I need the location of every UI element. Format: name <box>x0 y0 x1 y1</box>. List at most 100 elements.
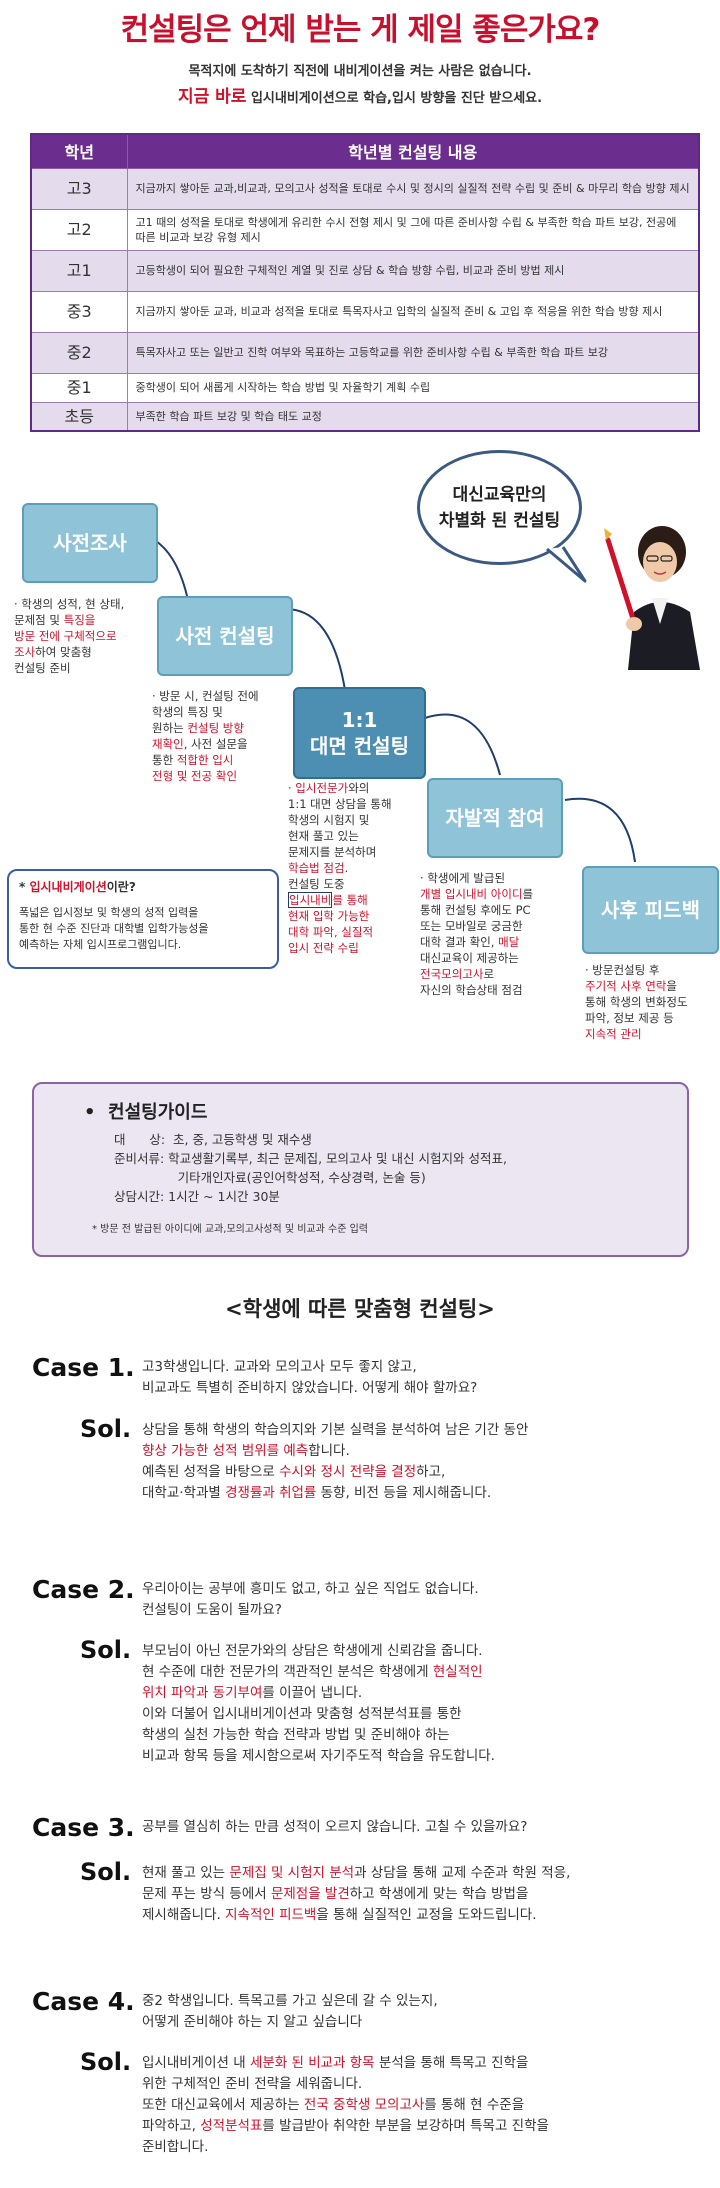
table-cell-content: 중학생이 되어 새롭게 시작하는 학습 방법 및 자율학기 계획 수립 <box>126 372 700 403</box>
solution-red: 현실적인 <box>432 1664 483 1680</box>
table-row: 중3 지금까지 쌓아둔 교과, 비교과 성적을 토대로 특목자사고 입학의 실질… <box>30 290 700 333</box>
info-title-rest: 이란? <box>106 880 136 894</box>
solution-text: 분석을 통해 특목고 진학을 <box>374 2055 529 2071</box>
info-star: * <box>19 880 30 894</box>
table-cell-grade: 고3 <box>30 167 128 210</box>
solution-line: 문제 푸는 방식 등에서 문제점을 발견하고 학생에게 맞는 학습 방법을 <box>142 1884 570 1905</box>
desc-red: 학습법 점검 <box>288 861 345 875</box>
case-4-solution: 입시내비게이션 내 세분화 된 비교과 항목 분석을 통해 특목고 진학을 위한… <box>142 2053 549 2158</box>
table-cell-grade: 고2 <box>30 208 128 251</box>
case-1-question: 고3학생입니다. 교과와 모의고사 모두 좋지 않고, 비교과도 특별히 준비하… <box>142 1357 477 1399</box>
desc-line: · 방문컨설팅 후 <box>585 963 660 977</box>
guide-line-documents-2: 기타개인자료(공인어학성적, 수상경력, 논술 등) <box>114 1170 426 1185</box>
desc-pre-consulting: · 방문 시, 컨설팅 전에 학생의 특징 및 원하는 컨설팅 방향 재확인, … <box>152 688 297 784</box>
case-3-sol-label: Sol. <box>80 1858 132 1886</box>
case-4-label: Case 4. <box>32 1987 135 2016</box>
table-cell-grade: 초등 <box>30 401 128 432</box>
solution-text: 제시해줍니다. <box>142 1907 226 1923</box>
solution-red: 지속적인 피드백 <box>225 1907 317 1923</box>
solution-text: 대학교·학과별 <box>142 1485 226 1501</box>
desc-line: · 방문 시, 컨설팅 전에 <box>152 689 259 703</box>
case-3-question: 공부를 열심히 하는 만큼 성적이 오르지 않습니다. 고칠 수 있을까요? <box>142 1817 527 1838</box>
table-row: 초등 부족한 학습 파트 보강 및 학습 태도 교정 <box>30 401 700 432</box>
solution-line: 이와 더불어 입시내비게이션과 맞춤형 성적분석표를 통한 <box>142 1706 462 1722</box>
solution-line: 파악하고, 성적분석표를 발급받아 취약한 부분을 보강하며 특목고 진학을 <box>142 2116 549 2137</box>
table-row: 중2 특목자사고 또는 일반고 진학 여부와 목표하는 고등학교를 위한 준비사… <box>30 331 700 374</box>
table-cell-content: 특목자사고 또는 일반고 진학 여부와 목표하는 고등학교를 위한 준비사항 수… <box>126 331 700 374</box>
info-title: * 입시내비게이션이란? <box>19 879 267 895</box>
bubble-tail <box>546 546 587 583</box>
solution-red: 수시와 정시 전략을 결정 <box>279 1464 417 1480</box>
desc-text: , 사전 설문을 <box>183 737 248 751</box>
desc-text: 하여 맞춤형 <box>35 645 92 659</box>
desc-text: 대학 결과 확인, <box>420 935 499 949</box>
solution-red: 전국 중학생 모의고사 <box>303 2097 425 2113</box>
question-line: 중2 학생입니다. 특목고를 가고 싶은데 갈 수 있는지, <box>142 1993 438 2009</box>
table-cell-grade: 중3 <box>30 290 128 333</box>
consultant-illustration <box>604 526 700 670</box>
solution-line: 현재 풀고 있는 문제집 및 시험지 분석과 상담을 통해 교제 수준과 학원 … <box>142 1863 570 1884</box>
solution-text: 현재 풀고 있는 <box>142 1865 230 1881</box>
desc-line: · 학생의 성적, 현 상태, <box>14 597 125 611</box>
table-row: 고1 고등학생이 되어 필요한 구체적인 계열 및 진로 상담 & 학습 방향 … <box>30 249 700 292</box>
info-line: 통한 현 수준 진단과 대학별 입학가능성을 <box>19 922 209 935</box>
solution-red: 성적분석표 <box>200 2118 263 2134</box>
desc-red: 주기적 사후 연락 <box>585 979 667 993</box>
solution-line: 준비합니다. <box>142 2139 209 2155</box>
page-title: 컨설팅은 언제 받는 게 제일 좋은가요? <box>120 12 601 48</box>
info-line: 폭넓은 입시정보 및 학생의 성적 입력을 <box>19 906 199 919</box>
table-cell-content: 고등학생이 되어 필요한 구체적인 계열 및 진로 상담 & 학습 방향 수립,… <box>126 249 700 292</box>
grade-consulting-table: 학년 학년별 컨설팅 내용 고3 지금까지 쌓아둔 교과,비교과, 모의고사 성… <box>30 133 700 432</box>
case-2-sol-label: Sol. <box>80 1636 132 1664</box>
solution-text: 문제 푸는 방식 등에서 <box>142 1886 271 1902</box>
desc-line: 방문 전에 구체적으로 <box>14 629 117 643</box>
solution-text: 입시내비게이션 내 <box>142 2055 250 2071</box>
solution-line: 학생의 실천 가능한 학습 전략과 방법 및 준비해야 하는 <box>142 1727 450 1743</box>
desc-red: 재확인 <box>152 737 184 751</box>
table-cell-grade: 중2 <box>30 331 128 374</box>
solution-text: 를 발급받아 취약한 부분을 보강하며 특목고 진학을 <box>262 2118 549 2134</box>
desc-text: 와의 <box>348 781 370 795</box>
solution-red: 세분화 된 비교과 항목 <box>249 2055 375 2071</box>
desc-line: 학습법 점검. <box>288 860 428 876</box>
solution-text: 를 통해 현 수준을 <box>424 2097 525 2113</box>
desc-line: · 학생에게 발급된 <box>420 871 506 885</box>
step-pre-survey: 사전조사 <box>22 503 158 583</box>
connector-4 <box>564 797 636 863</box>
desc-line: 주기적 사후 연락을 <box>585 978 720 994</box>
step-follow-up: 사후 피드백 <box>582 866 719 954</box>
solution-text: 과 상담을 통해 교제 수준과 학원 적응, <box>354 1865 571 1881</box>
table-header-grade: 학년 <box>30 133 128 169</box>
desc-line: 입시 전략 수립 <box>288 941 359 955</box>
question-line: 공부를 열심히 하는 만큼 성적이 오르지 않습니다. 고칠 수 있을까요? <box>142 1819 528 1835</box>
solution-red: 문제집 및 시험지 분석 <box>229 1865 355 1881</box>
desc-line: 또는 모바일로 궁금한 <box>420 919 523 933</box>
desc-line: 학생의 시험지 및 <box>288 813 370 827</box>
desc-text: 원하는 <box>152 721 188 735</box>
step-voluntary: 자발적 참여 <box>427 778 563 858</box>
question-line: 우리아이는 공부에 흥미도 없고, 하고 싶은 직업도 없습니다. <box>142 1581 479 1597</box>
guide-title: • 컨설팅가이드 <box>84 1098 667 1124</box>
bullet-dot-icon: • <box>84 1102 109 1123</box>
solution-red: 위치 파악과 동기부여 <box>142 1685 263 1701</box>
solution-line: 향상 가능한 성적 범위를 예측합니다. <box>142 1441 528 1462</box>
desc-line: 대학 결과 확인, 매달 <box>420 934 570 950</box>
desc-line: 통해 컨설팅 후에도 PC <box>420 903 531 917</box>
bubble-line-2: 차별화 된 컨설팅 <box>438 510 561 531</box>
desc-red: 특징을 <box>63 613 96 627</box>
solution-text: 또한 대신교육에서 제공하는 <box>142 2097 304 2113</box>
guide-line-target: 대 상: 초, 중, 고등학생 및 재수생 <box>114 1132 312 1147</box>
desc-text: . <box>344 861 349 875</box>
solution-text: 현 수준에 대한 전문가의 객관적인 분석은 학생에게 <box>142 1664 433 1680</box>
solution-line: 위치 파악과 동기부여를 이끌어 냅니다. <box>142 1683 495 1704</box>
desc-line: 대학 파악, 실질적 <box>288 925 374 939</box>
solution-line: 현 수준에 대한 전문가의 객관적인 분석은 학생에게 현실적인 <box>142 1662 495 1683</box>
desc-line: 컨설팅 준비 <box>14 661 71 675</box>
desc-red: · 입시전문가 <box>288 781 349 795</box>
solution-text: 합니다. <box>308 1443 350 1459</box>
case-4-question: 중2 학생입니다. 특목고를 가고 싶은데 갈 수 있는지, 어떻게 준비해야 … <box>142 1991 438 2033</box>
table-row: 중1 중학생이 되어 새롭게 시작하는 학습 방법 및 자율학기 계획 수립 <box>30 372 700 403</box>
solution-red: 향상 가능한 성적 범위를 예측 <box>142 1443 309 1459</box>
desc-line: 파악, 정보 제공 등 <box>585 1011 674 1025</box>
